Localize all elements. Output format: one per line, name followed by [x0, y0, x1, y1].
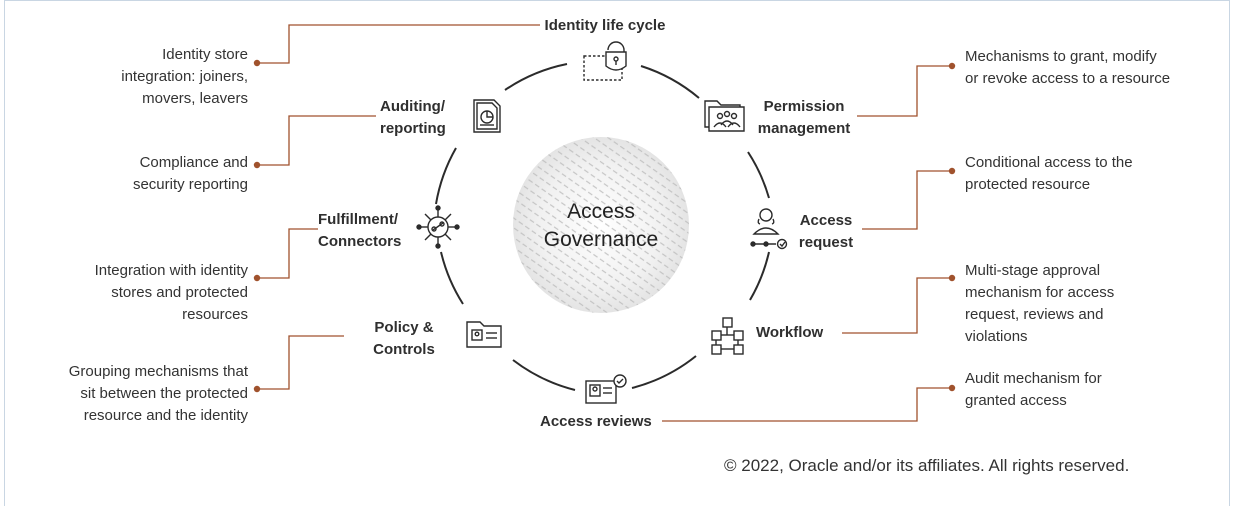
desc-multistage-line3: request, reviews and	[965, 306, 1104, 323]
center-title-line2: Governance	[543, 228, 659, 251]
desc-identity-store-line2: integration: joiners,	[121, 68, 248, 85]
main-ring	[435, 63, 770, 391]
node-permission-line1: Permission	[763, 98, 845, 115]
node-access-request-line2: request	[798, 234, 854, 251]
node-workflow: Workflow	[756, 324, 824, 341]
desc-conditional: Conditional access to the protected reso…	[965, 152, 1215, 196]
review-card-icon	[585, 374, 627, 404]
desc-multistage-line2: mechanism for access	[965, 284, 1115, 301]
copyright-notice: © 2022, Oracle and/or its affiliates. Al…	[724, 456, 1130, 475]
desc-grouping-line3: resource and the identity	[83, 407, 248, 424]
desc-mechanisms-line1: Mechanisms to grant, modify	[965, 48, 1157, 65]
desc-multistage-line4: violations	[965, 328, 1028, 345]
desc-compliance-line1: Compliance and	[139, 154, 248, 171]
lock-icon	[583, 41, 627, 81]
desc-integration-line2: stores and protected	[111, 284, 248, 301]
desc-integration: Integration with identity stores and pro…	[40, 260, 248, 326]
center-title: Access Governance	[521, 198, 681, 254]
desc-multistage-line1: Multi-stage approval	[965, 262, 1101, 279]
desc-identity-store-line3: movers, leavers	[142, 90, 248, 107]
folder-people-icon	[704, 100, 745, 132]
left-connectors	[257, 24, 540, 390]
node-auditing-line1: Auditing/	[380, 98, 445, 115]
node-access-request-line1: Access	[799, 212, 853, 229]
workflow-icon	[711, 317, 744, 355]
desc-mechanisms: Mechanisms to grant, modify or revoke ac…	[965, 46, 1215, 90]
node-auditing-line2: reporting	[380, 120, 446, 137]
node-access-request: Access request	[790, 210, 862, 254]
desc-conditional-line2: protected resource	[965, 176, 1091, 193]
person-request-icon	[750, 208, 788, 250]
desc-grouping-line1: Grouping mechanisms that	[68, 363, 248, 380]
desc-grouping: Grouping mechanisms that sit between the…	[20, 361, 248, 427]
desc-mechanisms-line2: or revoke access to a resource	[965, 70, 1171, 87]
center-title-line1: Access	[567, 200, 635, 223]
desc-audit: Audit mechanism for granted access	[965, 368, 1215, 412]
desc-conditional-line1: Conditional access to the	[965, 154, 1133, 171]
desc-integration-line3: resources	[182, 306, 248, 323]
desc-identity-store: Identity store integration: joiners, mov…	[60, 44, 248, 110]
node-fulfillment-connectors: Fulfillment/ Connectors	[318, 209, 418, 253]
desc-grouping-line2: sit between the protected	[80, 385, 248, 402]
right-connector-dots	[948, 62, 956, 392]
policy-folder-icon	[466, 321, 502, 348]
desc-multistage: Multi-stage approval mechanism for acces…	[965, 260, 1215, 348]
center-disc	[513, 137, 689, 313]
node-policy-line2: Controls	[373, 341, 435, 358]
desc-compliance: Compliance and security reporting	[60, 152, 248, 196]
node-access-reviews: Access reviews	[540, 413, 652, 430]
connector-gear-icon	[416, 205, 460, 249]
report-icon	[473, 99, 501, 133]
slide-frame	[4, 0, 1230, 506]
node-fulfillment-line1: Fulfillment/	[318, 211, 398, 228]
left-connector-dots	[253, 59, 261, 393]
right-connectors	[662, 65, 952, 422]
node-policy-line1: Policy &	[374, 319, 434, 336]
node-fulfillment-line2: Connectors	[318, 233, 402, 250]
desc-compliance-line2: security reporting	[132, 176, 248, 193]
node-permission-line2: management	[757, 120, 851, 137]
node-auditing-reporting: Auditing/ reporting	[380, 96, 468, 140]
node-policy-controls: Policy & Controls	[358, 317, 450, 361]
node-identity-life-cycle: Identity life cycle	[544, 17, 666, 34]
desc-audit-line2: granted access	[965, 392, 1067, 409]
desc-identity-store-line1: Identity store	[162, 46, 248, 63]
desc-audit-line1: Audit mechanism for	[965, 370, 1102, 387]
node-permission-management: Permission management	[748, 96, 860, 140]
desc-integration-line1: Integration with identity	[94, 262, 248, 279]
